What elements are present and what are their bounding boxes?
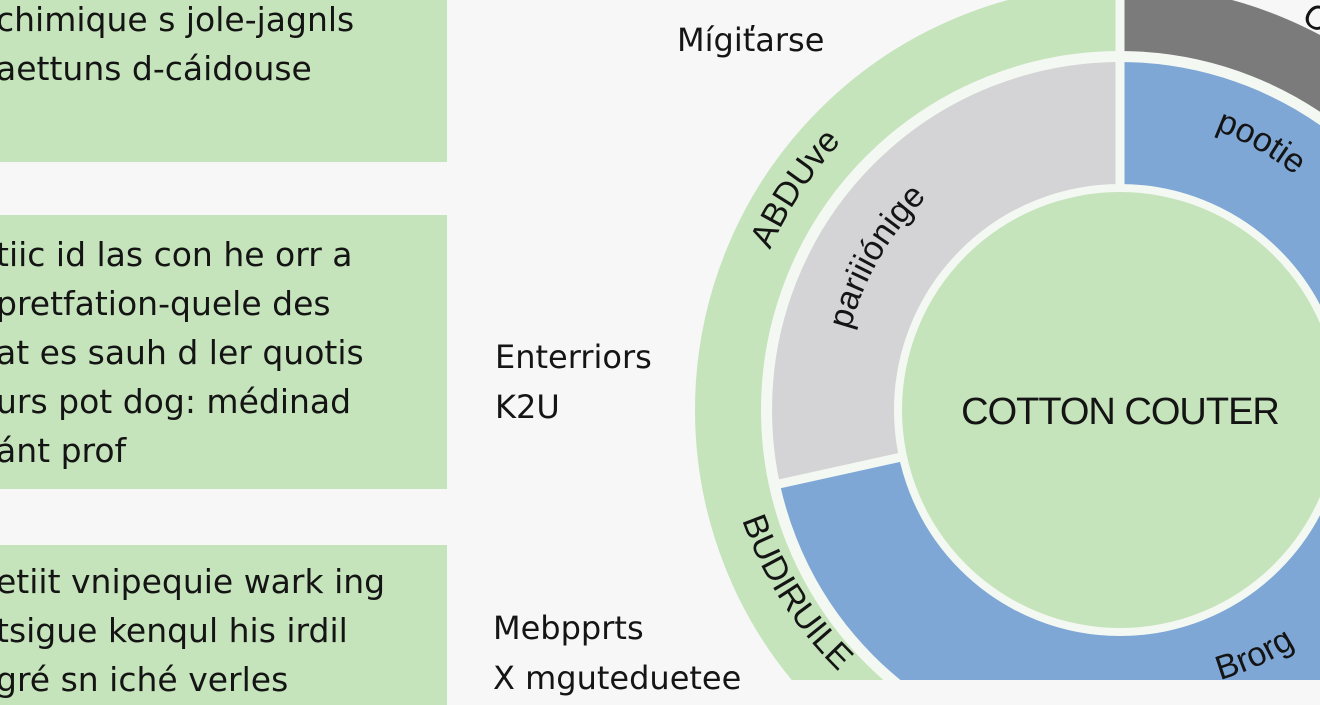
card-2-line-3: at es sauh d ler quotis bbox=[0, 333, 364, 372]
side-label-top-line-1: Mígiťarse bbox=[677, 21, 825, 59]
center-circle bbox=[902, 192, 1320, 628]
card-2-line-5: ánt prof bbox=[0, 431, 127, 470]
card-2-line-1: tiic id las con he orr a bbox=[0, 235, 353, 274]
side-label-middle-line-2: K2U bbox=[495, 388, 560, 426]
card-1-line-1: chimique s jole-jagnls bbox=[0, 0, 355, 39]
card-2-line-4: urs pot dog: médinad bbox=[0, 382, 352, 421]
card-3-line-1: etiit vnipequie wark ing bbox=[0, 562, 386, 601]
ring-diagram: ABDUve BUDIRUILE C pariiiónige pootie Br… bbox=[695, 0, 1320, 680]
side-label-middle-line-1: Enterriors bbox=[495, 338, 652, 376]
card-2-line-2: pretfation-quele des bbox=[0, 284, 331, 323]
side-label-middle: Enterriors K2U bbox=[495, 332, 652, 432]
side-label-top: Mígiťarse bbox=[677, 15, 824, 65]
center-label: COTTON COUTER bbox=[961, 391, 1279, 433]
card-1-line-2: aettuns d-cáidouse bbox=[0, 49, 312, 88]
text-card-1: chimique s jole-jagnls aettuns d-cáidous… bbox=[0, 0, 447, 162]
side-label-bottom-line-1: Mebpprts bbox=[493, 609, 644, 647]
card-3-line-2: tsigue kenqul his irdil bbox=[0, 611, 348, 650]
text-card-2: tiic id las con he orr a pretfation-quel… bbox=[0, 215, 447, 489]
